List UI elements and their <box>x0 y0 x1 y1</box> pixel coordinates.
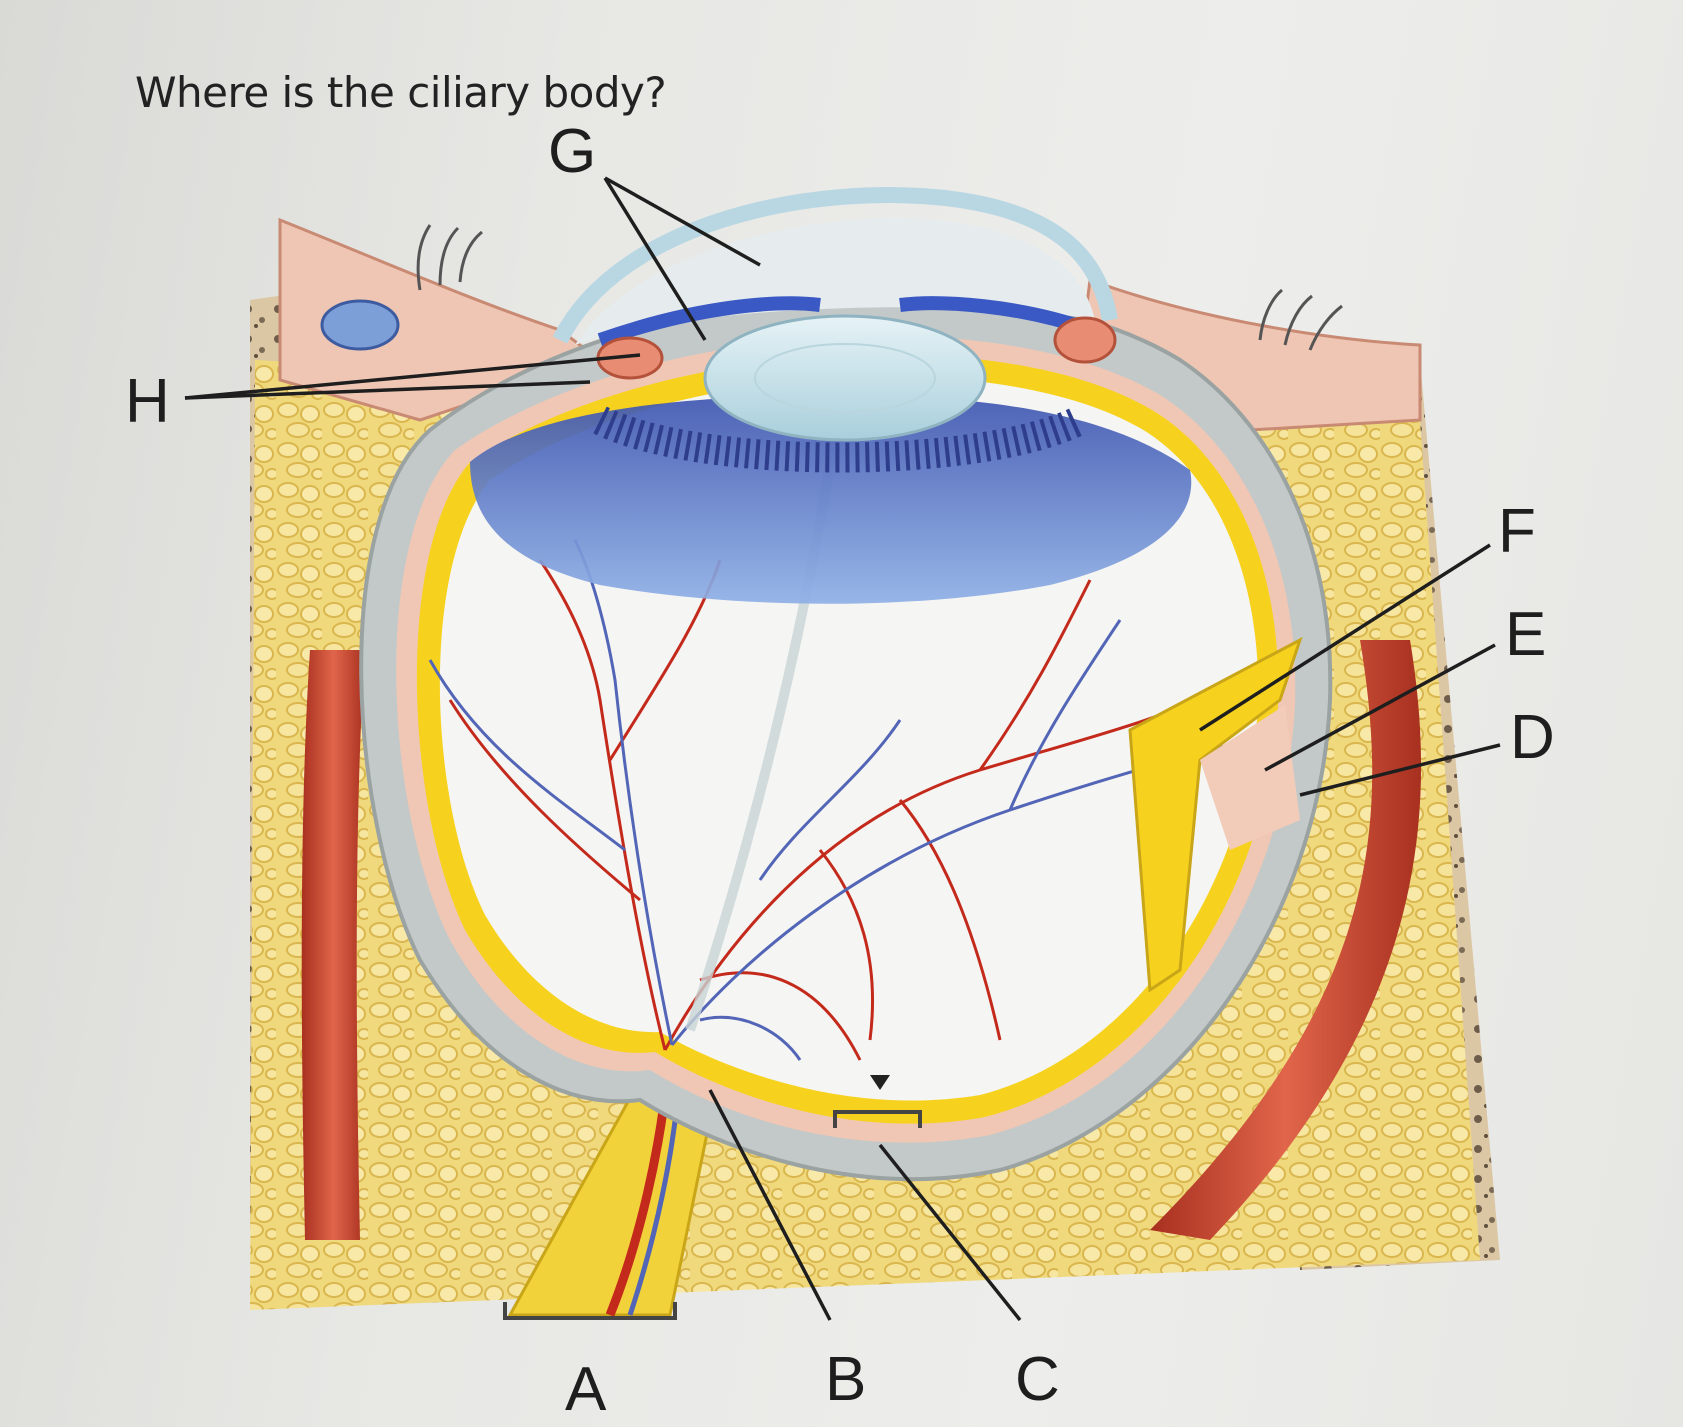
subretinal-space <box>1200 705 1300 850</box>
leader-H-1 <box>184 353 641 400</box>
label-B: B <box>825 1345 866 1414</box>
extraocular-muscle-left <box>301 650 365 1240</box>
leader-H-2 <box>184 380 591 400</box>
label-E: E <box>1505 600 1546 669</box>
leader-C <box>878 1143 1022 1322</box>
lens <box>703 314 987 442</box>
macula-bracket <box>833 1110 922 1128</box>
leader-F <box>1199 543 1491 732</box>
label-F: F <box>1498 497 1536 566</box>
ciliary-muscle-right <box>1053 316 1117 364</box>
iris <box>597 296 1093 347</box>
label-G: G <box>548 117 596 186</box>
lacrimal-gland <box>320 299 400 351</box>
label-H: H <box>125 367 170 436</box>
cornea <box>552 187 1118 344</box>
leader-G-2 <box>603 177 707 341</box>
fovea-arrow <box>870 1075 890 1090</box>
question-text: Where is the ciliary body? <box>135 68 667 117</box>
leader-B <box>708 1089 832 1321</box>
leader-D <box>1299 743 1501 797</box>
lens-nucleus <box>754 343 936 413</box>
label-D: D <box>1510 703 1555 772</box>
leader-E <box>1264 643 1496 772</box>
eyelashes <box>416 224 1343 351</box>
ciliary-body-region <box>470 395 1192 604</box>
leader-lines <box>184 176 1501 1322</box>
label-C: C <box>1015 1345 1060 1414</box>
leader-G-1 <box>604 176 761 267</box>
label-A: A <box>565 1355 607 1424</box>
optic-nerve-bracket <box>503 1302 677 1320</box>
